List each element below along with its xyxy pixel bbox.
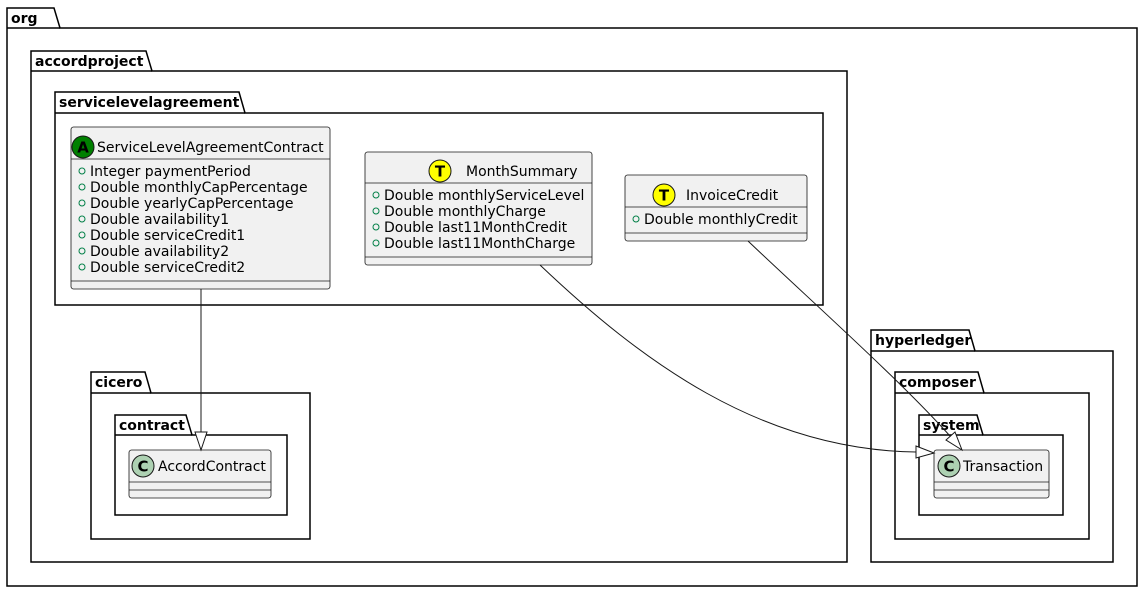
class-transaction[interactable]: C Transaction (933, 449, 1050, 499)
public-visibility-icon (372, 207, 380, 215)
class-name: InvoiceCredit (686, 188, 779, 204)
inheritance-arrowhead-icon (194, 431, 208, 452)
stereotype-letter: T (435, 163, 446, 181)
package-label-system: system (923, 418, 980, 434)
package-label-cicero: cicero (95, 375, 143, 391)
package-label-composer: composer (899, 375, 976, 391)
public-visibility-icon (78, 215, 86, 223)
package-hyperledger: hyperledger (870, 329, 1114, 563)
inheritance-arrowhead-icon (915, 445, 936, 459)
transaction-stereotype-icon (428, 159, 452, 183)
public-visibility-icon (78, 183, 86, 191)
public-visibility-icon (372, 223, 380, 231)
abstract-stereotype-icon (71, 135, 95, 159)
package-label-contract: contract (119, 418, 185, 434)
attribute: Double serviceCredit1 (90, 228, 245, 244)
package-label-accordproject: accordproject (35, 54, 144, 70)
attribute: Double availability1 (90, 212, 229, 228)
transaction-stereotype-icon (652, 183, 676, 207)
attribute: Double yearlyCapPercentage (90, 196, 293, 212)
inheritance-arrowhead-icon (945, 431, 964, 452)
inheritance-invoice-credit-to-transaction (747, 240, 964, 452)
stereotype-letter: C (137, 458, 148, 476)
class-stereotype-icon (937, 454, 961, 478)
class-name: ServiceLevelAgreementContract (97, 140, 324, 156)
attribute-list: Double monthlyCredit (632, 212, 798, 228)
package-servicelevelagreement: servicelevelagreement (54, 91, 824, 306)
package-contract: contract (114, 414, 288, 516)
public-visibility-icon (78, 199, 86, 207)
public-visibility-icon (78, 263, 86, 271)
attribute: Double monthlyCharge (384, 204, 546, 220)
class-name: Transaction (962, 459, 1043, 475)
class-month-summary[interactable]: T MonthSummary Double monthlyServiceLeve… (364, 151, 593, 266)
attribute: Double availability2 (90, 244, 229, 260)
package-label-org: org (11, 11, 38, 27)
package-label-servicelevelagreement: servicelevelagreement (59, 95, 240, 111)
class-name: AccordContract (158, 459, 266, 475)
public-visibility-icon (632, 215, 640, 223)
attribute: Integer paymentPeriod (90, 164, 251, 180)
package-accordproject: accordproject (30, 50, 848, 563)
inheritance-sla-to-accord-contract (194, 289, 208, 452)
package-cicero: cicero (90, 371, 311, 540)
class-accord-contract[interactable]: C AccordContract (128, 449, 272, 499)
public-visibility-icon (372, 191, 380, 199)
class-stereotype-icon (131, 454, 155, 478)
package-label-hyperledger: hyperledger (875, 333, 971, 349)
stereotype-letter: C (943, 458, 954, 476)
class-service-level-agreement-contract[interactable]: A ServiceLevelAgreementContract Integer … (70, 126, 331, 290)
attribute-list: Double monthlyServiceLevel Double monthl… (372, 188, 584, 252)
stereotype-letter: T (659, 187, 670, 205)
public-visibility-icon (78, 231, 86, 239)
class-name: MonthSummary (466, 164, 578, 180)
package-org: org (6, 7, 1138, 587)
class-invoice-credit[interactable]: T InvoiceCredit Double monthlyCredit (624, 174, 808, 242)
attribute: Double last11MonthCredit (384, 220, 568, 236)
attribute: Double monthlyCapPercentage (90, 180, 308, 196)
attribute: Double serviceCredit2 (90, 260, 245, 276)
public-visibility-icon (78, 167, 86, 175)
attribute: Double monthlyServiceLevel (384, 188, 584, 204)
inheritance-month-summary-to-transaction (539, 264, 936, 459)
package-composer: composer (894, 371, 1090, 540)
attribute: Double monthlyCredit (644, 212, 798, 228)
public-visibility-icon (78, 247, 86, 255)
attribute-list: Integer paymentPeriod Double monthlyCapP… (78, 164, 308, 276)
stereotype-letter: A (77, 139, 89, 157)
attribute: Double last11MonthCharge (384, 236, 575, 252)
public-visibility-icon (372, 239, 380, 247)
